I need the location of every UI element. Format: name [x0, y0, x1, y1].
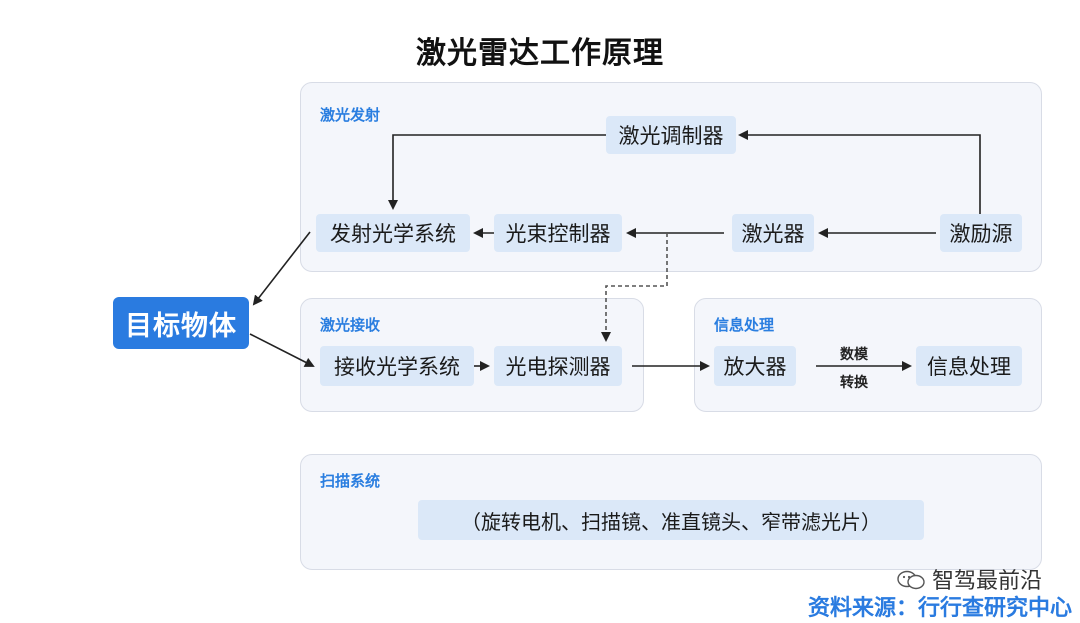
arrow-exciter-to-modulator: [738, 130, 981, 214]
panel-label-emit: 激光发射: [320, 106, 381, 124]
panel-label-process: 信息处理: [714, 316, 775, 334]
node-laser: 激光器: [732, 214, 814, 252]
conv-label-top: 数模: [840, 347, 868, 363]
node-target-object: 目标物体: [113, 297, 249, 349]
node-scan-components: （旋转电机、扫描镜、准直镜头、窄带滤光片）: [418, 500, 924, 540]
arrow-optics-to-target: [252, 231, 311, 306]
wechat-icon: [896, 569, 926, 590]
watermark: 智驾最前沿: [896, 563, 1042, 595]
node-laser-modulator: 激光调制器: [606, 116, 736, 154]
panel-label-receive: 激光接收: [320, 316, 381, 334]
node-info-processing: 信息处理: [916, 346, 1022, 386]
watermark-text: 智驾最前沿: [931, 569, 1042, 594]
node-photodetector: 光电探测器: [494, 346, 622, 386]
node-exciter: 激励源: [940, 214, 1022, 252]
conv-label-bottom: 转换: [840, 375, 868, 391]
arrow-target-to-receive: [249, 333, 315, 367]
source-note: 资料来源：行行查研究中心: [807, 596, 1072, 621]
node-receive-optics: 接收光学系统: [320, 346, 474, 386]
panel-label-scan: 扫描系统: [320, 472, 381, 490]
node-emit-optics: 发射光学系统: [316, 214, 470, 252]
node-amplifier: 放大器: [714, 346, 796, 386]
arrow-modulator-to-optics: [388, 134, 606, 210]
arrow-dashed-to-detector: [601, 233, 668, 342]
node-beam-controller: 光束控制器: [494, 214, 622, 252]
diagram-title: 激光雷达工作原理: [416, 36, 664, 71]
